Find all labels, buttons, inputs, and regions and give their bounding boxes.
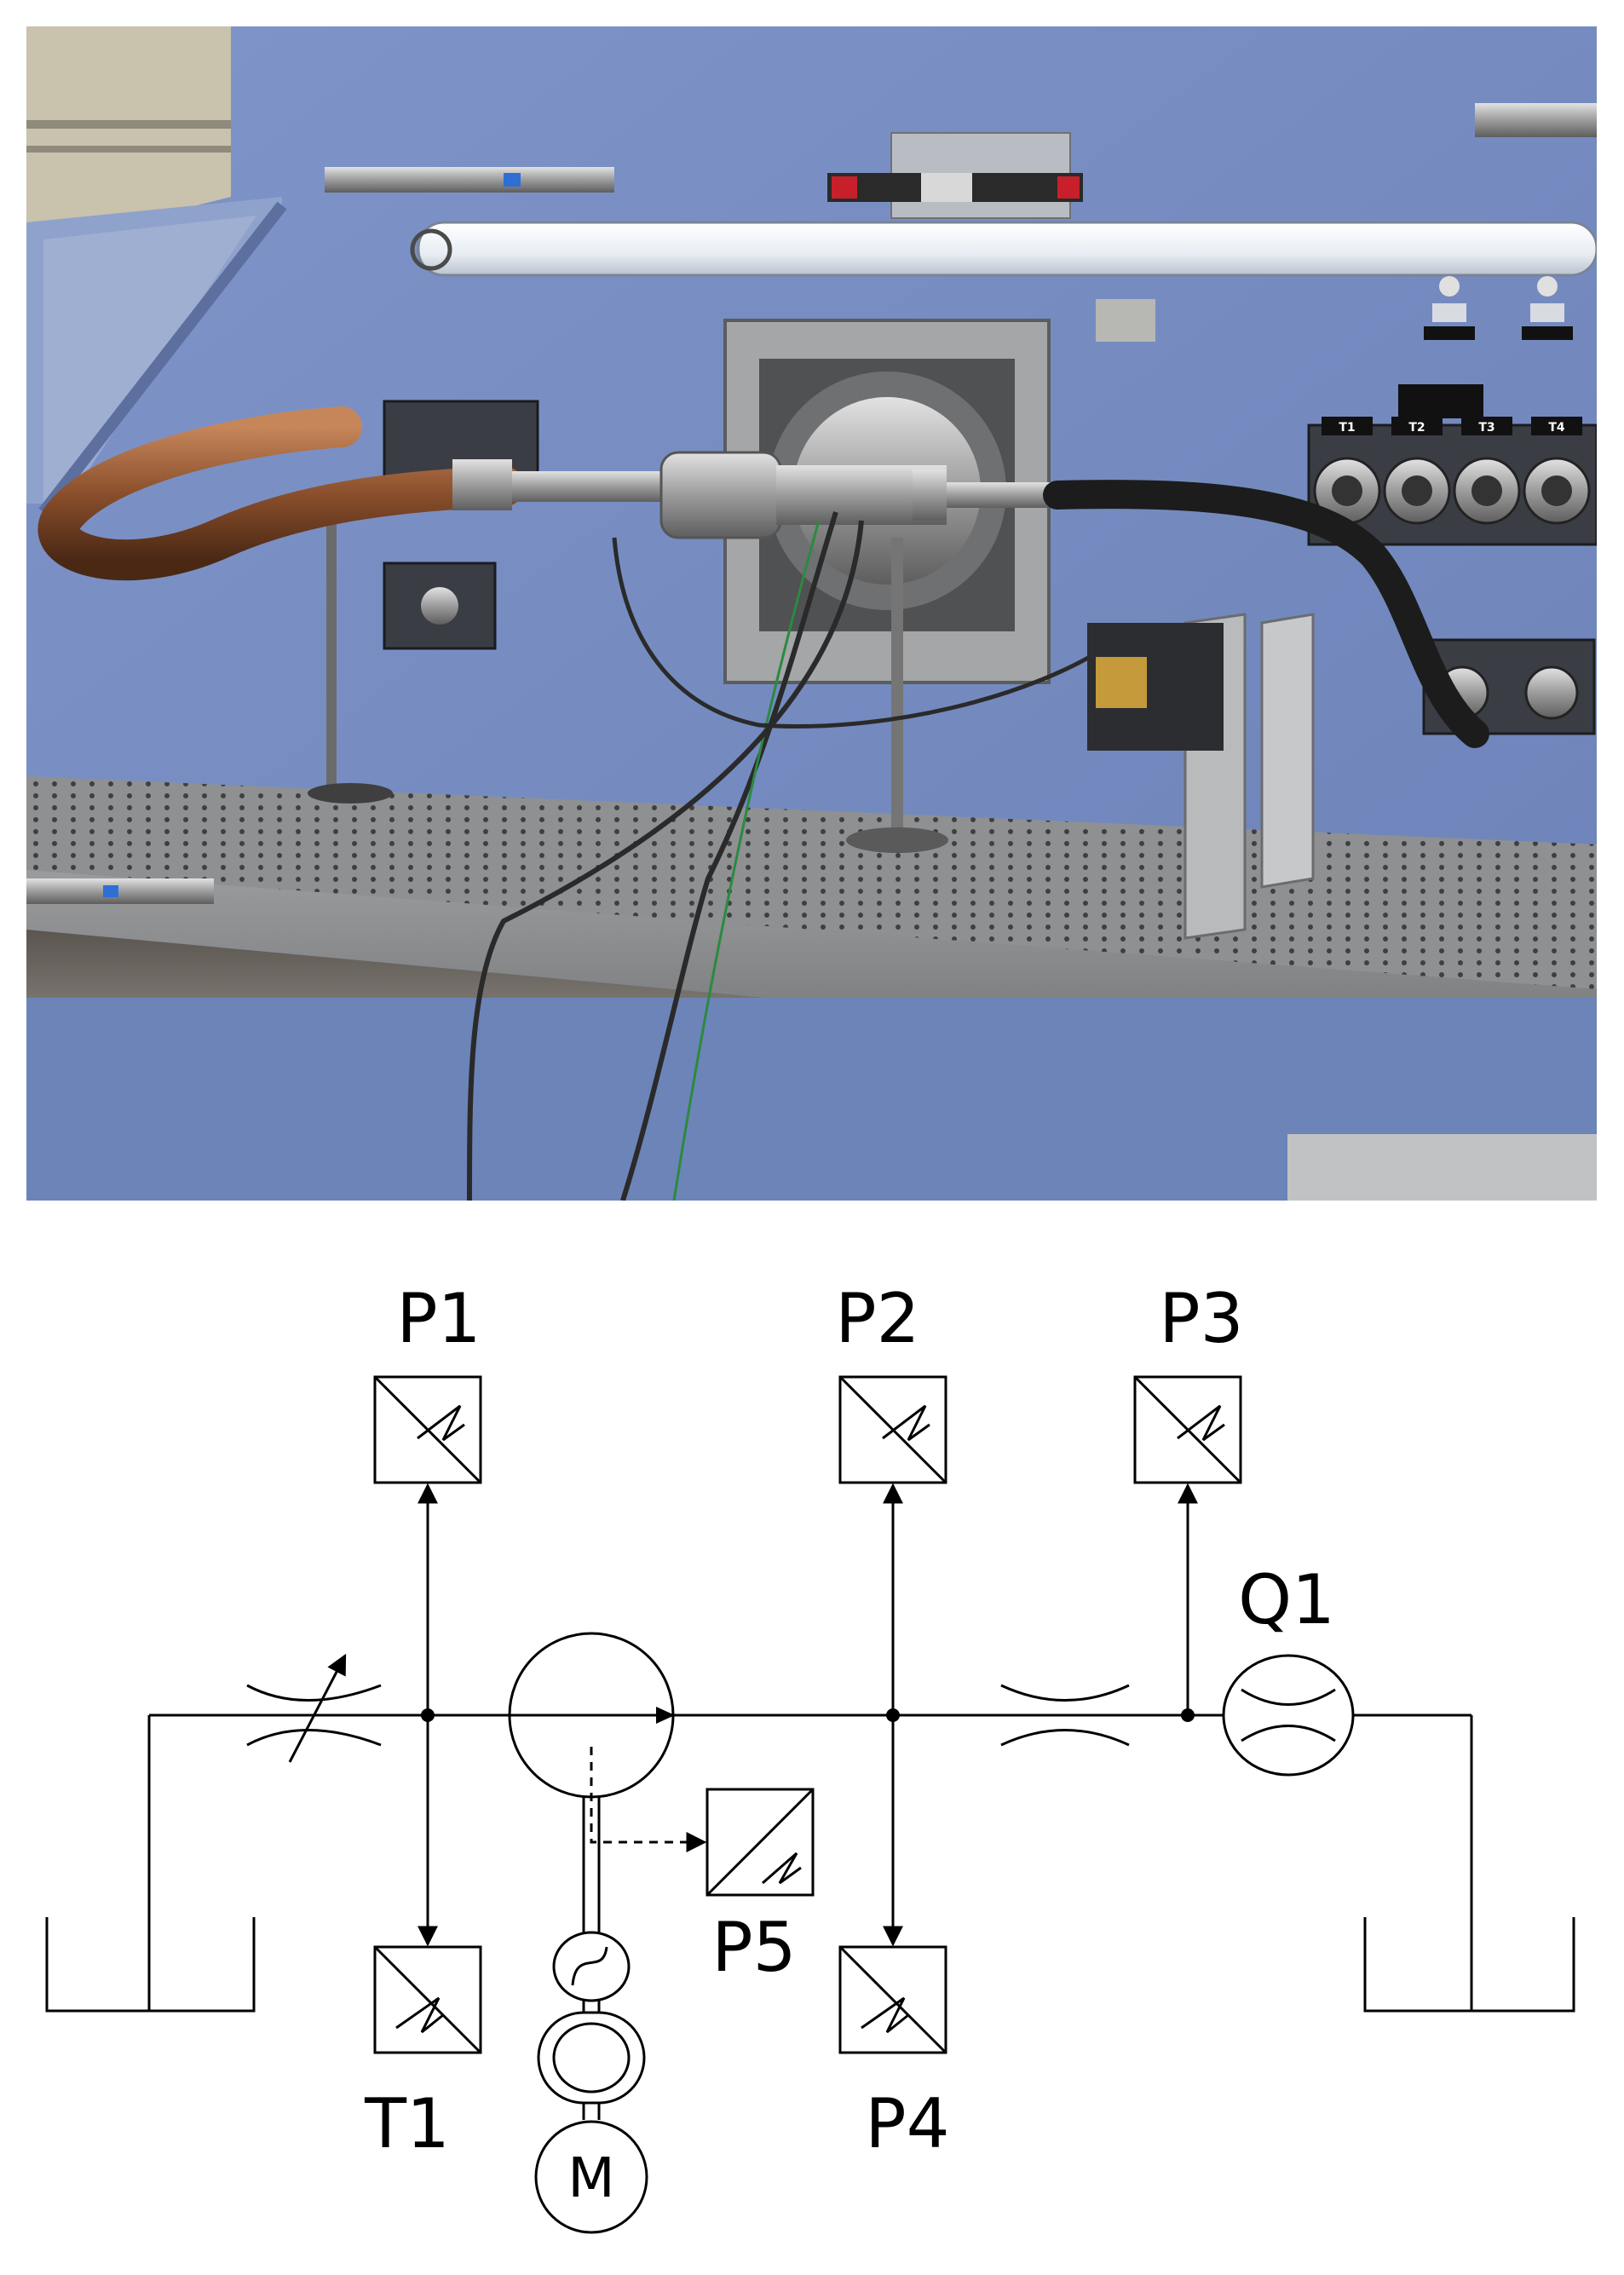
pressure-transducer-p3: [1133, 1375, 1242, 1484]
sensor-cable: [620, 511, 838, 1201]
left-tank: [45, 1715, 256, 2013]
label-p4: P4: [865, 2084, 949, 2163]
label-q1: Q1: [1238, 1560, 1335, 1639]
test-bench-photo: T1 T2 T3 T4: [26, 26, 1597, 1201]
port-label-t3: T3: [1461, 417, 1512, 435]
signal-line-p5: [590, 1747, 707, 1852]
port-label-t4: T4: [1531, 417, 1582, 435]
torque-meter-symbol: [552, 1931, 631, 2002]
label-p1: P1: [396, 1279, 481, 1358]
thermocouple-wire: [672, 520, 821, 1201]
temperature-transducer-t1: [373, 1945, 482, 2054]
flow-meter-symbol: [1222, 1654, 1355, 1777]
pressure-transducer-p2: [838, 1375, 947, 1484]
variable-throttle-symbol: [246, 1653, 382, 1763]
svg-text:T4: T4: [1548, 421, 1565, 435]
label-t1: T1: [364, 2084, 450, 2163]
motor-label: M: [567, 2147, 614, 2210]
pressure-transducer-p1: [373, 1375, 482, 1484]
light-fixture: [1475, 103, 1597, 137]
speed-torque-transducer-p5: [705, 1788, 815, 1897]
svg-text:T2: T2: [1408, 421, 1425, 435]
label-p3: P3: [1159, 1279, 1243, 1358]
inlet-pipe: [487, 471, 691, 502]
quick-coupler-ports: [1313, 457, 1591, 525]
svg-text:T1: T1: [1339, 421, 1355, 435]
delivery-hose: [1043, 480, 1489, 748]
room-background: [26, 26, 231, 248]
port-label-t2: T2: [1391, 417, 1443, 435]
svg-text:T3: T3: [1478, 421, 1494, 435]
label-p5: P5: [711, 1908, 796, 1987]
label-p2: P2: [835, 1279, 919, 1358]
electric-motor-symbol: M: [534, 2120, 648, 2234]
gear-pump: [659, 451, 782, 539]
fixed-throttle-symbol: [1000, 1684, 1130, 1747]
hydraulic-schematic: M P1 P2 P3: [45, 1279, 1575, 2234]
top-rail: [325, 167, 614, 193]
suction-hose: [37, 406, 524, 581]
motor-coupling-symbol: [537, 2011, 646, 2105]
port-label-t1: T1: [1322, 417, 1373, 435]
fluorescent-lamp: [417, 221, 1597, 277]
right-tank: [1363, 1715, 1575, 2013]
pressure-transducer-p4: [838, 1945, 947, 2054]
